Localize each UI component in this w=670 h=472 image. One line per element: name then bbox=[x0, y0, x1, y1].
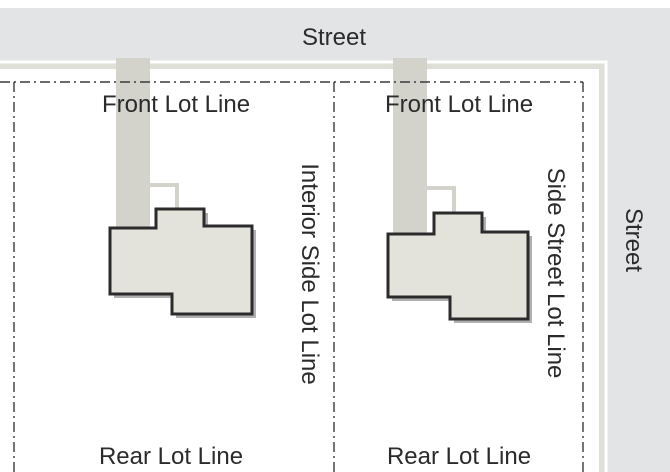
lot1-side-label: Interior Side Lot Line bbox=[296, 163, 323, 384]
top-street-label: Street bbox=[302, 24, 366, 51]
lot2-side-label: Side Street Lot Line bbox=[542, 168, 569, 379]
building-left bbox=[108, 207, 254, 316]
right-street-label: Street bbox=[620, 208, 647, 272]
right-sidewalk bbox=[598, 62, 606, 472]
walkway-left bbox=[148, 183, 179, 212]
sidewalk-outer-edge bbox=[0, 60, 608, 472]
driveway-right bbox=[393, 58, 427, 236]
lot2-front-label: Front Lot Line bbox=[385, 91, 533, 118]
lot1-front-label: Front Lot Line bbox=[102, 91, 250, 118]
walkway-right bbox=[425, 186, 456, 215]
lot2-rear-label: Rear Lot Line bbox=[387, 443, 531, 470]
right-street bbox=[606, 8, 670, 472]
top-street bbox=[0, 8, 670, 62]
building-right bbox=[386, 211, 530, 321]
lot1-rear-label: Rear Lot Line bbox=[99, 443, 243, 470]
driveway-left bbox=[116, 58, 150, 230]
top-sidewalk bbox=[0, 62, 606, 70]
sidewalk-inner-edge bbox=[0, 69, 599, 472]
